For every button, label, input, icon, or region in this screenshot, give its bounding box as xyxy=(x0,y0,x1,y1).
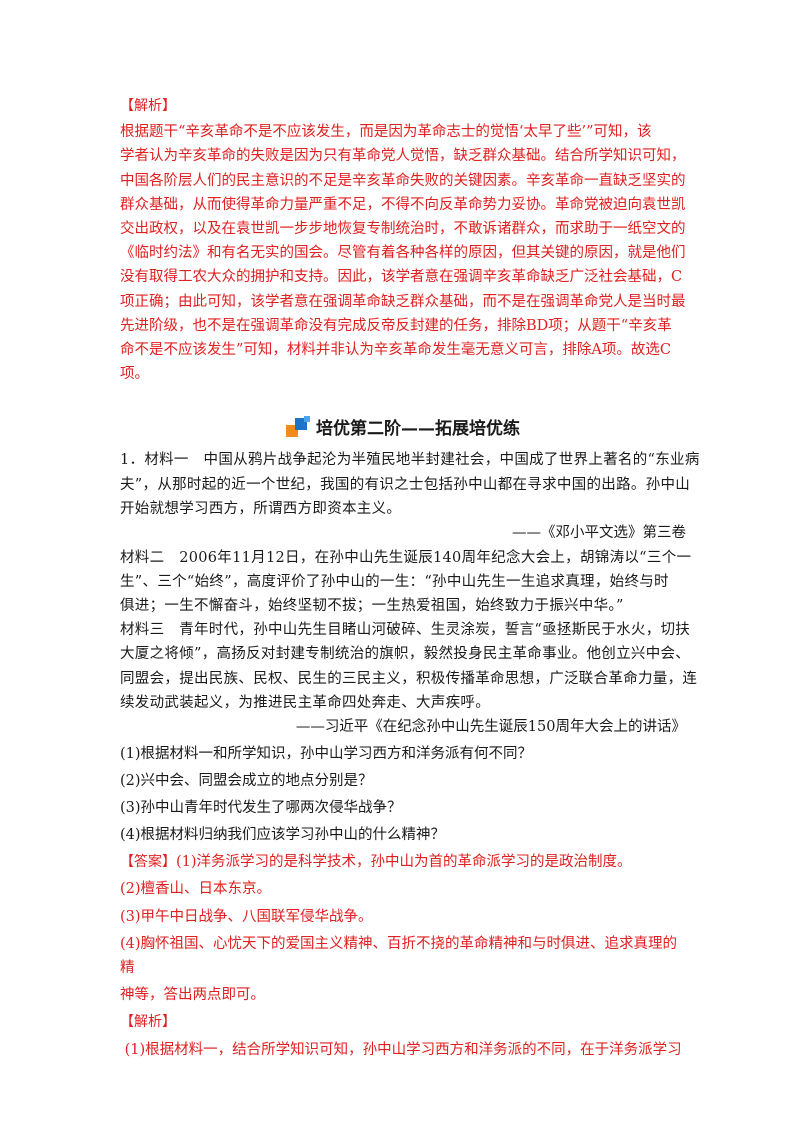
answer-section: 【答案】(1)洋务派学习的是科学技术，孙中山为首的革命派学习的是政治制度。 (2… xyxy=(120,850,686,1008)
material-line: 材料二 2006年11月12日，在孙中山先生诞辰140周年纪念大会上，胡锦涛以“… xyxy=(120,549,692,566)
material-line: 俱进；一生不懈奋斗，始终坚韧不拔；一生热爱祖国，始终致力于振兴中华。” xyxy=(120,597,624,614)
analysis-line: 项正确；由此可知，该学者意在强调革命缺乏群众基础，而不是在强调革命党人是当时最 xyxy=(120,293,686,310)
material-line: 开始就想学习西方，所谓西方即资本主义。 xyxy=(120,500,402,517)
section-title-text: 培优第二阶——拓展培优练 xyxy=(316,419,520,440)
answer-line-4: (4)胸怀祖国、心忧天下的爱国主义精神、百折不挠的革命精神和与时俱进、追求真理的… xyxy=(120,935,678,977)
material-1: 1．材料一 中国从鸦片战争起沦为半殖民地半封建社会，中国成了世界上著名的“东业病… xyxy=(120,448,700,521)
answer-line-1: 【答案】(1)洋务派学习的是科学技术，孙中山为首的革命派学习的是政治制度。 xyxy=(120,850,686,875)
material-line: 1．材料一 中国从鸦片战争起沦为半殖民地半封建社会，中国成了世界上著名的“东业病 xyxy=(120,452,700,469)
analysis-line: 中国各阶层人们的民主意识的不足是辛亥革命失败的关键因素。辛亥革命一直缺乏坚实的 xyxy=(120,172,686,189)
material-line: 生”、三个“始终”，高度评价了孙中山的一生：“孙中山先生一生追求真理，始终与时 xyxy=(120,573,669,590)
analysis-2-line: (1)根据材料一，结合所学知识可知，孙中山学习西方和洋务派的不同，在于洋务派学习 xyxy=(120,1041,682,1058)
sub-question-1: (1)根据材料一和所学知识，孙中山学习西方和洋务派有何不同？ xyxy=(120,745,533,762)
material-2: 材料二 2006年11月12日，在孙中山先生诞辰140周年纪念大会上，胡锦涛以“… xyxy=(120,546,692,619)
analysis-line: 先进阶级，也不是在强调革命没有完成反帝反封建的任务，排除BD项；从题干“辛亥革 xyxy=(120,317,672,334)
analysis-line: 学者认为辛亥革命的失败是因为只有革命党人觉悟，缺乏群众基础。结合所学知识可知， xyxy=(120,148,686,165)
analysis-line: 项。 xyxy=(120,366,149,383)
analysis-tag-2: 【解析】 xyxy=(120,1014,176,1031)
sub-question-3: (3)孙中山青年时代发生了哪两次侵华战争？ xyxy=(120,800,402,817)
analysis-line: 交出政权，以及在袁世凯一步步地恢复专制统治时，不敢诉诸群众，而求助于一纸空文的 xyxy=(120,221,686,238)
material-1-source: ——《邓小平文选》第三卷 xyxy=(512,525,686,542)
analysis-line: 没有取得工农大众的拥护和支持。因此，该学者意在强调辛亥革命缺乏广泛社会基础，C xyxy=(120,269,683,286)
section-heading: 培优第二阶——拓展培优练 xyxy=(120,414,686,444)
analysis-line: 命不是不应该发生”可知，材料并非认为辛亥革命发生毫无意义可言，排除A项。故选C xyxy=(120,342,671,359)
material-3-source: ——习近平《在纪念孙中山先生诞辰150周年大会上的讲话》 xyxy=(295,718,686,735)
material-line: 同盟会，提出民族、民权、民生的三民主义，积极传播革命思想，广泛联合革命力量，连 xyxy=(120,670,698,687)
analysis-tag: 【解析】 xyxy=(120,98,176,114)
sub-question-2: (2)兴中会、同盟会成立的地点分别是？ xyxy=(120,773,373,790)
answer-line-2: (2)檀香山、日本东京。 xyxy=(120,881,272,898)
answer-line-4-cont: 神等，答出两点即可。 xyxy=(120,987,265,1004)
analysis-section-2: 【解析】 (1)根据材料一，结合所学知识可知，孙中山学习西方和洋务派的不同，在于… xyxy=(120,1010,686,1062)
analysis-section: 【解析】 根据题干“辛亥革命不是不应该发生，而是因为革命志士的觉悟‘太早了些’”… xyxy=(120,94,686,386)
analysis-line: 《临时约法》和有名无实的国会。尽管有着各种各样的原因，但其关键的原因，就是他们 xyxy=(120,245,686,262)
material-line: 夫”，从那时起的近一个世纪，我国的有识之士包括孙中山都在寻求中国的出路。孙中山 xyxy=(120,476,691,493)
answer-line-3: (3)甲午中日战争、八国联军侵华战争。 xyxy=(120,908,373,925)
analysis-body: 根据题干“辛亥革命不是不应该发生，而是因为革命志士的觉悟‘太早了些’”可知，该 … xyxy=(120,120,686,386)
sub-question-4: (4)根据材料归纳我们应该学习孙中山的什么精神？ xyxy=(120,827,446,844)
blocks-icon xyxy=(286,416,312,438)
document-page: 【解析】 根据题干“辛亥革命不是不应该发生，而是因为革命志士的觉悟‘太早了些’”… xyxy=(120,94,700,1062)
answer-text: (1)洋务派学习的是科学技术，孙中山为首的革命派学习的是政治制度。 xyxy=(176,854,632,871)
answer-tag: 【答案】 xyxy=(120,854,176,871)
analysis-line: 根据题干“辛亥革命不是不应该发生，而是因为革命志士的觉悟‘太早了些’”可知，该 xyxy=(120,124,652,141)
material-line: 续发动武装起义，为推进民主革命四处奔走、大声疾呼。 xyxy=(120,694,490,711)
material-line: 大厦之将倾”，高扬反对封建专制统治的旗帜，毅然投身民主革命事业。他创立兴中会、 xyxy=(120,646,691,663)
analysis-line: 群众基础，从而使得革命力量严重不足，不得不向反革命势力妥协。革命党被迫向袁世凯 xyxy=(120,196,686,213)
material-3: 材料三 青年时代，孙中山先生目睹山河破碎、生灵涂炭，誓言“亟拯斯民于水火，切扶 … xyxy=(120,618,698,715)
question-1: 1．材料一 中国从鸦片战争起沦为半殖民地半封建社会，中国成了世界上著名的“东业病… xyxy=(120,448,700,847)
material-line: 材料三 青年时代，孙中山先生目睹山河破碎、生灵涂炭，誓言“亟拯斯民于水火，切扶 xyxy=(120,622,691,639)
